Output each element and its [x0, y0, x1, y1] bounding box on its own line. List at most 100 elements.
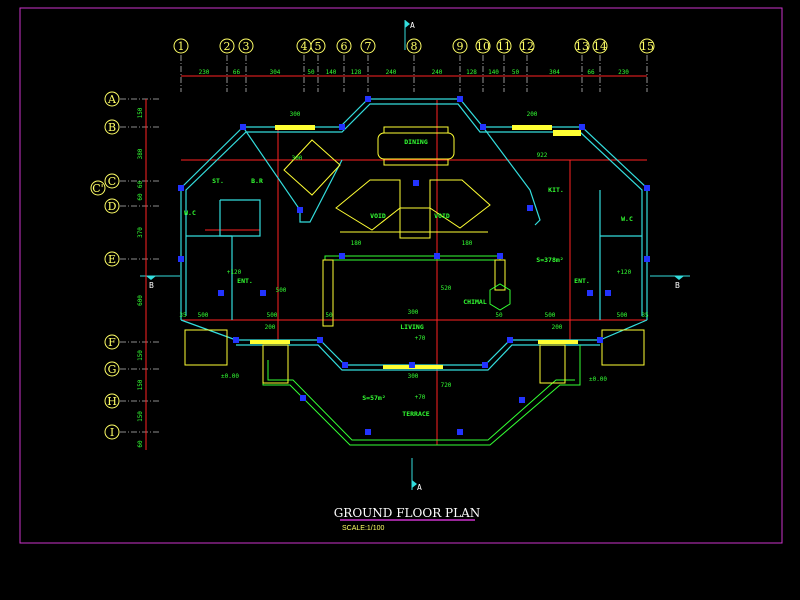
svg-text:500: 500	[198, 312, 209, 319]
column-marker	[480, 124, 486, 130]
svg-text:500: 500	[617, 312, 628, 319]
dining-table	[377, 126, 455, 166]
column-dimension: 230	[618, 69, 629, 76]
room-labels: DINING VOID VOID KIT. ST. B.R W.C W.C EN…	[184, 138, 633, 418]
room-label-ent-left: ENT.	[237, 277, 253, 285]
axis-lines	[181, 100, 647, 445]
column-marker	[365, 96, 371, 102]
room-label-void-right: VOID	[434, 212, 450, 220]
svg-text:180: 180	[462, 240, 473, 247]
column-dimension: 240	[386, 69, 397, 76]
svg-text:±0.00: ±0.00	[221, 373, 239, 380]
grid-bubble-row: B	[104, 119, 160, 135]
row-dimension: 150	[137, 379, 144, 390]
room-label-dining: DINING	[404, 138, 428, 146]
svg-text:500: 500	[276, 287, 287, 294]
row-dimension: 150	[137, 411, 144, 422]
svg-text:8: 8	[411, 40, 418, 53]
svg-text:B: B	[675, 281, 680, 290]
grid-bubble-column: 12	[519, 38, 535, 92]
svg-text:520: 520	[441, 285, 452, 292]
svg-text:7: 7	[365, 40, 372, 53]
svg-text:10: 10	[476, 40, 490, 53]
svg-text:720: 720	[441, 382, 452, 389]
svg-text:D: D	[108, 200, 117, 213]
section-marker-right: B	[650, 275, 690, 290]
room-label-living: LIVING	[400, 323, 424, 331]
grid-bubble-row: H	[104, 393, 160, 409]
column-marker	[413, 180, 419, 186]
column-marker	[260, 290, 266, 296]
column-marker	[587, 290, 593, 296]
room-label-wc-left: W.C	[184, 209, 196, 217]
grid-bubble-row: C	[104, 173, 160, 189]
row-dimension: 60	[137, 193, 144, 201]
room-label-void-left: VOID	[370, 212, 386, 220]
svg-text:50: 50	[495, 312, 503, 319]
column-marker	[579, 124, 585, 130]
column-dimension: 140	[488, 69, 499, 76]
column-marker	[365, 429, 371, 435]
grid-bubble-column: 13	[574, 38, 590, 92]
column-marker	[507, 337, 513, 343]
column-marker	[178, 185, 184, 191]
column-marker	[519, 397, 525, 403]
svg-text:9: 9	[457, 40, 464, 53]
svg-text:B: B	[149, 281, 154, 290]
svg-text:G: G	[108, 363, 117, 376]
column-marker	[527, 205, 533, 211]
misc-dimensions: 300 200 500 500 300 200 500 300 500 200 …	[179, 111, 649, 389]
drawing-title: GROUND FLOOR PLAN	[334, 506, 481, 520]
svg-text:2: 2	[224, 40, 231, 53]
grid-bubble-column: 4	[296, 38, 312, 92]
column-marker	[457, 429, 463, 435]
svg-text:300: 300	[408, 373, 419, 380]
section-marker-bottom: A	[411, 458, 422, 492]
room-label-chimney: CHIMAL	[463, 298, 487, 306]
column-marker	[339, 124, 345, 130]
column-marker	[233, 337, 239, 343]
svg-text:300: 300	[292, 155, 303, 162]
column-marker	[297, 207, 303, 213]
svg-text:15: 15	[640, 40, 654, 53]
svg-text:I: I	[110, 426, 114, 439]
row-dimension: 370	[137, 227, 144, 238]
svg-text:200: 200	[552, 324, 563, 331]
svg-text:C: C	[108, 175, 116, 188]
structural-columns	[178, 96, 650, 435]
drawing-scale: SCALE:1/100	[342, 525, 385, 532]
svg-text:B: B	[108, 121, 116, 134]
room-label-terrace: TERRACE	[402, 410, 429, 418]
entry-stairs	[184, 329, 645, 384]
column-marker	[342, 362, 348, 368]
svg-text:35: 35	[641, 312, 649, 319]
svg-text:A: A	[417, 483, 422, 492]
grid-bubble-row: D	[104, 198, 160, 214]
column-dimension: 66	[233, 69, 241, 76]
main-staircase	[335, 179, 491, 239]
grid-bubble-column: 10	[475, 38, 491, 92]
grid-bubble-column: 15	[639, 38, 655, 92]
row-dimension: 60	[137, 440, 144, 448]
svg-text:6: 6	[341, 40, 348, 53]
grid-bubble-row: C'	[90, 180, 106, 196]
chimney-symbol	[489, 283, 511, 311]
grid-bubble-row: I	[104, 424, 160, 440]
grid-bubble-column: 5	[310, 38, 326, 92]
sheet-frame	[19, 7, 783, 544]
column-marker	[644, 256, 650, 262]
grid-bubble-column: 2	[219, 38, 235, 92]
column-marker	[317, 337, 323, 343]
column-dimension: 66	[587, 69, 595, 76]
svg-text:F: F	[108, 336, 116, 349]
svg-text:C': C'	[92, 182, 103, 195]
grid-bubble-column: 8	[406, 38, 422, 92]
column-marker	[457, 96, 463, 102]
grid-bubble-column: 7	[360, 38, 376, 92]
grid-bubble-column: 14	[592, 38, 608, 92]
svg-text:922: 922	[537, 152, 548, 159]
